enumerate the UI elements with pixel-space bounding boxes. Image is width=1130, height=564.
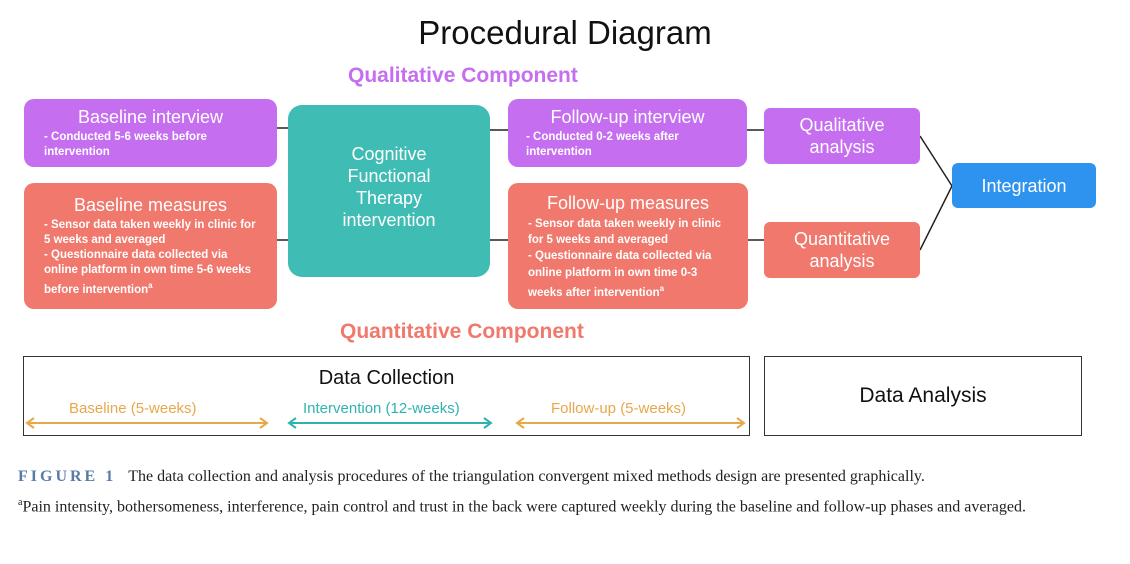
quantitative-component-label: Quantitative Component	[340, 320, 584, 343]
followup-arrow	[515, 417, 746, 429]
figure-caption: FIGURE 1 The data collection and analysi…	[18, 464, 1118, 520]
baseline-measures-line2: - Questionnaire data collected via onlin…	[44, 249, 252, 296]
baseline-measures-title: Baseline measures	[73, 195, 228, 215]
timeline-followup-label: Follow-up (5-weeks)	[551, 400, 687, 417]
quantitative-analysis-text: Quantitative analysis	[793, 229, 891, 271]
figure-label: FIGURE 1	[18, 468, 117, 485]
timeline-intervention-label: Intervention (12-weeks)	[303, 400, 460, 417]
followup-measures-line1: - Sensor data taken weekly in clinic for…	[528, 218, 722, 246]
cft-intervention-box: Cognitive Functional Therapy interventio…	[288, 105, 490, 277]
connector-quant-integration	[919, 185, 953, 251]
followup-measures-line2: - Questionnaire data collected via onlin…	[528, 250, 712, 299]
qualitative-component-label: Qualitative Component	[348, 64, 578, 87]
baseline-interview-title: Baseline interview	[77, 107, 224, 127]
followup-interview-title: Follow-up interview	[550, 107, 705, 127]
timeline-arrows	[25, 417, 746, 429]
diagram-title: Procedural Diagram	[418, 14, 712, 51]
data-collection-box: Data Collection Baseline (5-weeks) Inter…	[23, 356, 750, 436]
followup-measures-box: Follow-up measures - Sensor data taken w…	[508, 183, 748, 309]
qualitative-analysis-text: Qualitative analysis	[799, 115, 885, 157]
caption-footnote-mark: a	[18, 497, 23, 508]
footnote-marker: a	[659, 284, 665, 293]
footnote-marker: a	[148, 281, 153, 290]
caption-footnote: Pain intensity, bothersomeness, interfer…	[22, 498, 1026, 516]
integration-text: Integration	[981, 175, 1067, 196]
timeline-baseline-label: Baseline (5-weeks)	[69, 400, 197, 417]
cft-intervention-text: Cognitive Functional Therapy interventio…	[342, 144, 436, 230]
qualitative-analysis-box: Qualitative analysis	[764, 108, 920, 164]
intervention-arrow	[287, 417, 493, 429]
integration-box: Integration	[952, 163, 1096, 208]
connector-qual-integration	[919, 135, 953, 187]
baseline-measures-line1: - Sensor data taken weekly in clinic for…	[44, 219, 256, 246]
baseline-interview-box: Baseline interview - Conducted 5-6 weeks…	[24, 99, 277, 167]
data-collection-title: Data Collection	[318, 367, 455, 389]
followup-interview-body: - Conducted 0-2 weeks after intervention	[526, 131, 679, 158]
baseline-measures-box: Baseline measures - Sensor data taken we…	[24, 183, 277, 309]
baseline-interview-body: - Conducted 5-6 weeks before interventio…	[44, 131, 207, 158]
baseline-arrow	[25, 417, 269, 429]
followup-measures-title: Follow-up measures	[546, 193, 710, 213]
followup-interview-box: Follow-up interview - Conducted 0-2 week…	[508, 99, 747, 167]
caption-text: The data collection and analysis procedu…	[128, 468, 925, 485]
data-analysis-title: Data Analysis	[859, 384, 987, 407]
data-analysis-box: Data Analysis	[764, 356, 1082, 436]
quantitative-analysis-box: Quantitative analysis	[764, 222, 920, 278]
